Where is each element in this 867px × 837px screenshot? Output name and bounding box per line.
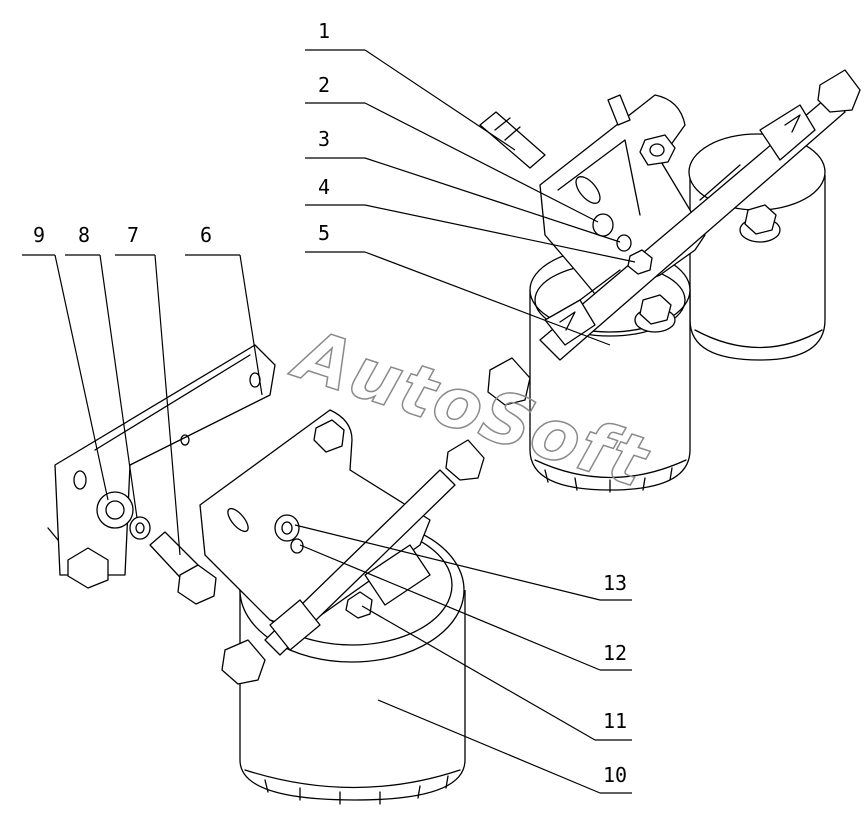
callout-6: 6 xyxy=(200,223,212,247)
part-9-washer xyxy=(96,491,134,529)
callout-4: 4 xyxy=(318,175,330,199)
part-1-pin xyxy=(479,111,546,169)
callout-9: 9 xyxy=(33,223,45,247)
callout-10: 10 xyxy=(603,763,627,787)
part-7-bolt-head xyxy=(177,564,217,605)
part-4-nut xyxy=(627,249,653,275)
part-13-washer xyxy=(274,514,300,542)
plate-bolt xyxy=(67,547,109,589)
callout-12: 12 xyxy=(603,641,627,665)
leader-lines xyxy=(22,49,636,794)
fuel-tube xyxy=(539,94,846,361)
callout-13: 13 xyxy=(603,571,627,595)
banjo-fitting-right xyxy=(759,104,816,161)
lower-fuel-tube xyxy=(264,469,456,656)
callout-3: 3 xyxy=(318,127,330,151)
callout-2: 2 xyxy=(318,73,330,97)
callout-labels: 1 2 3 4 5 6 7 8 9 10 11 12 13 xyxy=(33,19,627,787)
part-2-washer xyxy=(592,213,614,237)
callout-5: 5 xyxy=(318,221,330,245)
rear-canister-bolt xyxy=(739,204,781,243)
front-canister-bolt xyxy=(634,294,676,333)
bracket-nut xyxy=(639,134,676,166)
lower-top-nut xyxy=(445,439,485,481)
upper-filter-assembly xyxy=(479,69,861,493)
rear-canister xyxy=(689,175,826,361)
banjo-fitting-left xyxy=(544,299,596,346)
lower-end-nut xyxy=(221,639,266,685)
part-8-washer xyxy=(129,516,151,540)
left-end-nut xyxy=(487,357,531,406)
callout-7: 7 xyxy=(127,223,139,247)
part-3-washer xyxy=(616,234,632,252)
part-11-nut xyxy=(345,591,373,619)
right-end-nut xyxy=(817,69,861,113)
callout-8: 8 xyxy=(78,223,90,247)
callout-1: 1 xyxy=(318,19,330,43)
callout-11: 11 xyxy=(603,709,627,733)
adapter-nut xyxy=(313,419,345,453)
